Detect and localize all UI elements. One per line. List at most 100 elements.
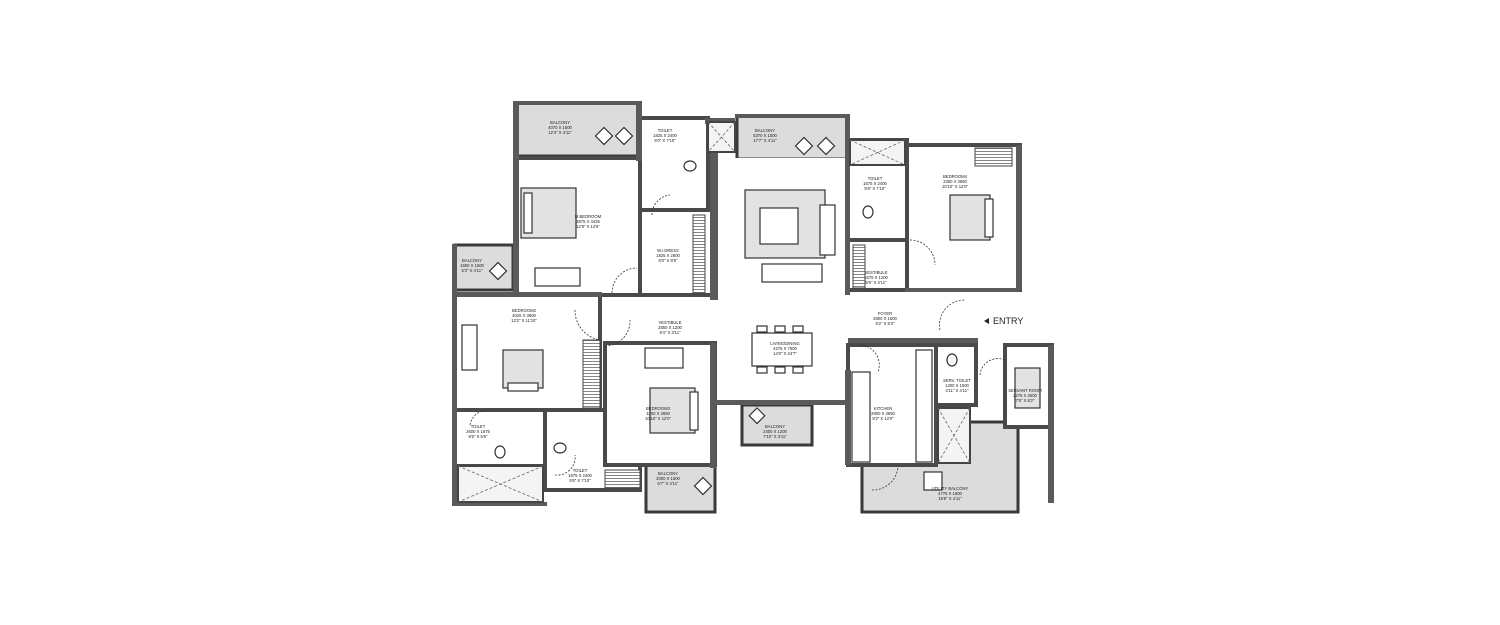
room-ft: 7'10" X 3'11" (763, 434, 787, 439)
room-ft: 10'10" X 12'0" (942, 184, 969, 189)
furniture (461, 126, 1041, 496)
room-name: UTILITY BALCONY (932, 486, 969, 491)
room-mm: 4275 X 7500 (773, 346, 797, 351)
room-name: BEDROOM2 (512, 308, 537, 313)
room-ft: 5'6" X 7'10" (864, 186, 886, 191)
room-mm: 2400 X 1200 (763, 429, 787, 434)
room-mm: 1675 X 1200 (864, 275, 888, 280)
entry-label: ENTRY (993, 316, 1023, 326)
bed-icon (502, 187, 1041, 434)
balcony-chairs-icon (488, 126, 836, 496)
room-name: TOILET (471, 424, 486, 429)
room-mm: 5370 X 1500 (753, 133, 777, 138)
duct-ladder-2 (582, 339, 601, 409)
duct-ladder-4 (974, 147, 1013, 167)
room-name: VESTIBULE (864, 270, 887, 275)
room-ft: 8'6" X 5'6" (468, 434, 488, 439)
servant-toilet-area (934, 343, 978, 407)
room-ft: 3'11" X 4'11" (945, 388, 969, 393)
room-mm: 1825 X 2600 (656, 253, 680, 258)
room-mm: 3300 X 3650 (646, 411, 670, 416)
room-mm: 1825 X 2400 (653, 133, 677, 138)
room-ft: 13'2" X 11'10" (511, 318, 537, 323)
room-name: SERVANT ROOM (1008, 388, 1042, 393)
entry-marker: ENTRY (984, 316, 1023, 326)
duct-ladder-5 (604, 469, 641, 489)
room-ft: 9'4" X 3'11" (659, 330, 681, 335)
room-name: BEDROOM3 (646, 406, 671, 411)
walls (452, 101, 1054, 506)
room-mm: 2275 X 2500 (1013, 393, 1037, 398)
room-ft: 12'8" X 14'6" (576, 224, 600, 229)
room-ft: 6'7" X 4'11" (657, 481, 679, 486)
room-name: M.BEDROOM (575, 214, 602, 219)
room-name: TOILET (868, 176, 883, 181)
room-ft: 14'0" X 24'7" (773, 351, 797, 356)
room-mm: 1200 X 1500 (945, 383, 969, 388)
sofa-icon (461, 189, 836, 371)
room-mm: 2600 X 1675 (466, 429, 490, 434)
room-mm: 1600 X 1500 (460, 263, 484, 268)
duct-ladder-1 (692, 214, 706, 294)
room-name: BALCONY (755, 128, 775, 133)
room-ft: 6'0" X 8'6" (658, 258, 678, 263)
room-mm: 4775 X 1500 (938, 491, 962, 496)
room-mm: 1675 X 2400 (568, 473, 592, 478)
room-mm: 4025 X 3600 (512, 313, 536, 318)
room-ft: 6'0" X 7'10" (654, 138, 676, 143)
room-name: FOYER (878, 311, 892, 316)
toilet-master-area (638, 116, 710, 212)
room-mm: 3300 X 3650 (943, 179, 967, 184)
room-name: BALCONY (550, 120, 570, 125)
room-name: VESTIBULE (658, 320, 681, 325)
room-name: BALCONY (765, 424, 785, 429)
kitchen-counter-icon (851, 349, 943, 491)
room-ft: 10'10" X 12'0" (645, 416, 672, 421)
room-ft: 5'6" X 3'11" (865, 280, 887, 285)
room-name: BEDROOM4 (943, 174, 968, 179)
doors (469, 194, 1006, 491)
room-ft: 17'7" X 4'11" (753, 138, 777, 143)
room-mm: 3875 X 4425 (576, 219, 600, 224)
toilet-fixture-icon (494, 160, 958, 459)
room-name: TOILET (573, 468, 588, 473)
room-ft: 9'2" X 5'3" (875, 321, 895, 326)
room-ft: 5'3" X 4'11" (461, 268, 483, 273)
room-mm: 2800 X 3650 (871, 411, 895, 416)
room-ft: 7'6" X 8'2" (1015, 398, 1035, 403)
room-name: BALCONY (658, 471, 678, 476)
room-ft: 15'8" X 4'11" (938, 496, 962, 501)
room-ft: 9'2" X 12'0" (872, 416, 894, 421)
entry-arrow-icon (984, 318, 989, 324)
shafts (457, 121, 1013, 503)
room-name: W.I.DRESS (657, 248, 679, 253)
room-name: SERV. TOILET (943, 378, 971, 383)
room-mm: 4070 X 1500 (548, 125, 572, 130)
room-mm: 2000 X 1500 (656, 476, 680, 481)
room-ft: 12'4" X 4'11" (548, 130, 572, 135)
room-mm: 2850 X 1200 (658, 325, 682, 330)
dining-table-icon (751, 325, 813, 374)
room-name: LIVING/DINING (770, 341, 800, 346)
